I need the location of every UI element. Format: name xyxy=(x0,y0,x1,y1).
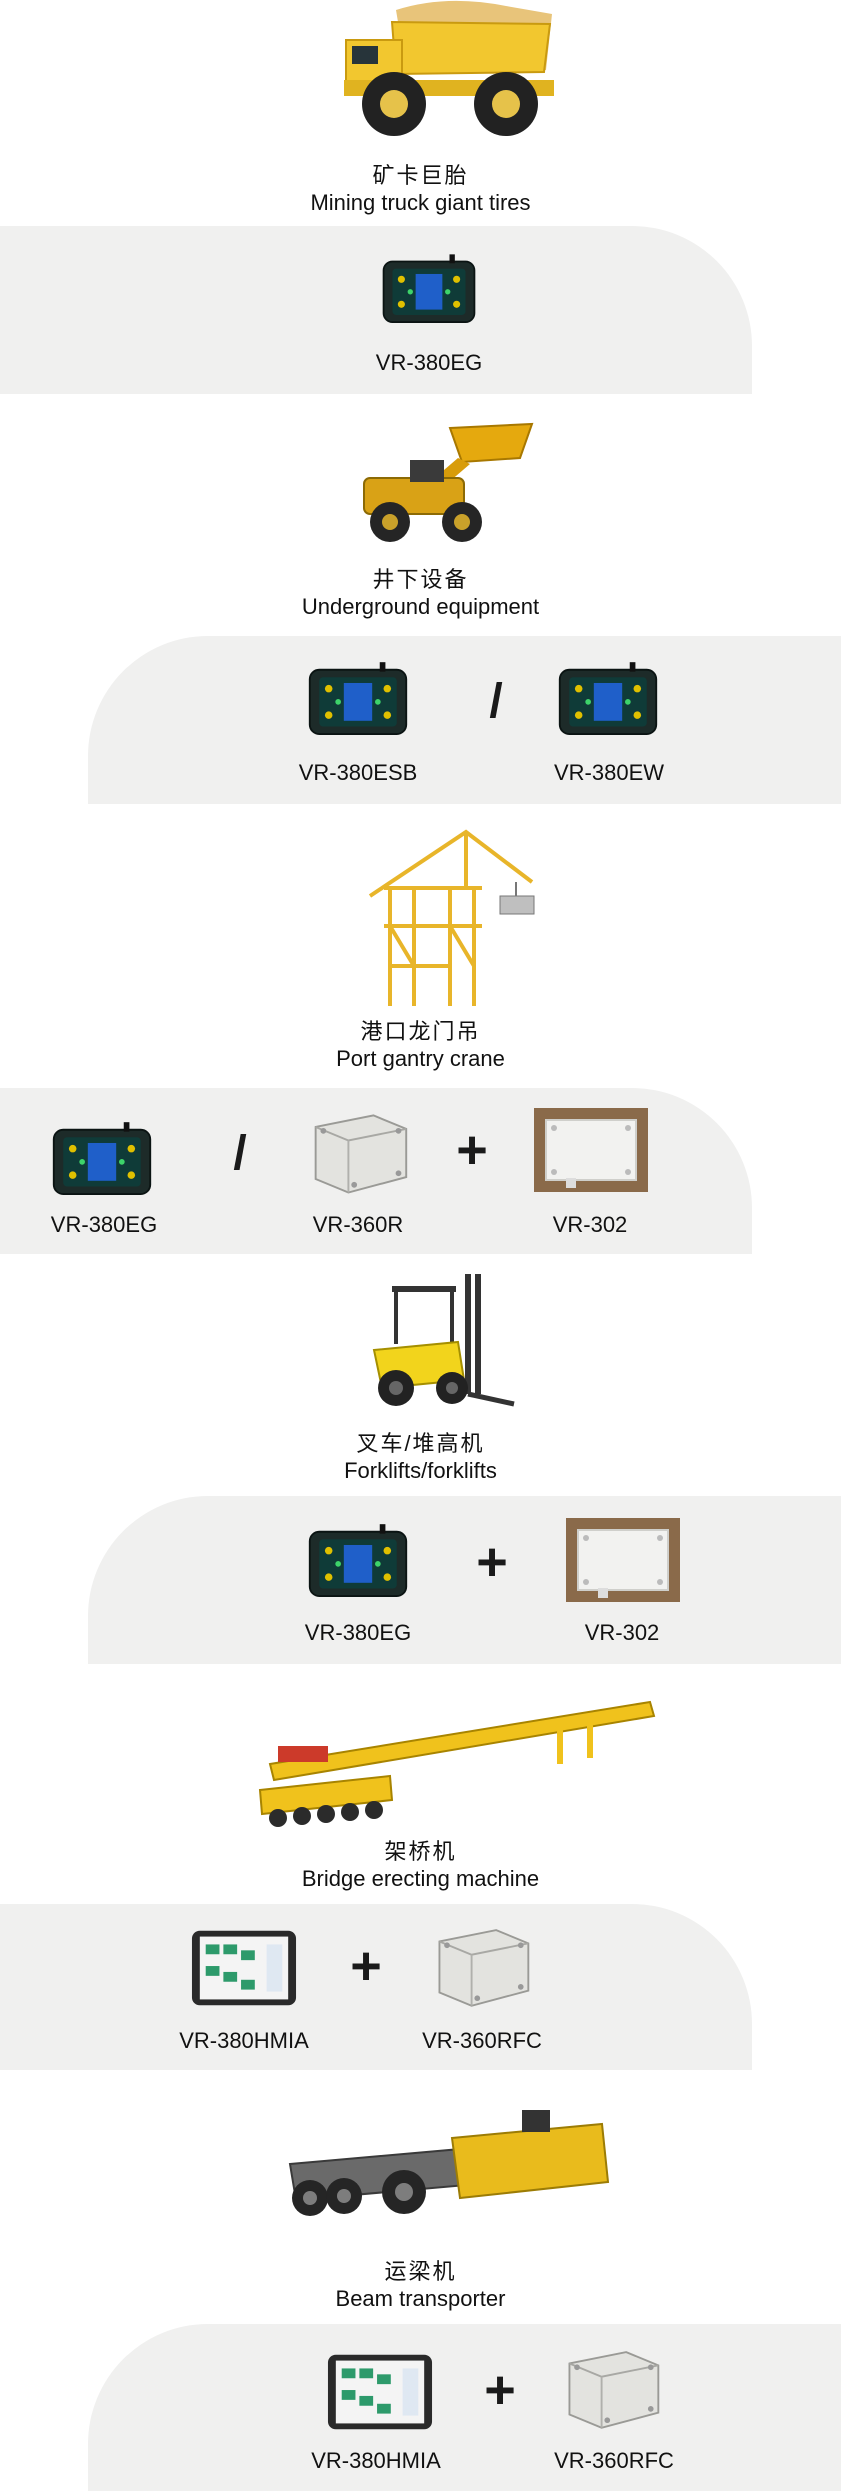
title-en: Forklifts/forklifts xyxy=(344,1458,497,1483)
vr-380eg-device-image xyxy=(380,248,478,332)
section-title-forklift: 叉车/堆高机 Forklifts/forklifts xyxy=(0,1430,841,1484)
product-label: VR-360RFC xyxy=(422,2028,542,2053)
product-label: VR-380EW xyxy=(553,760,665,785)
plus-separator: + xyxy=(456,1120,488,1180)
or-separator: / xyxy=(233,1127,247,1180)
product-label: VR-380EG xyxy=(375,350,483,375)
vr-360rfc-box-image xyxy=(430,1922,534,2012)
section-title-mining-truck: 矿卡巨胎 Mining truck giant tires xyxy=(0,162,841,216)
product-panel-bridge-erecting: + VR-380HMIA VR-360RFC xyxy=(0,1904,752,2070)
or-separator: / xyxy=(489,675,503,728)
vr-380eg-device-image xyxy=(50,1118,154,1202)
vr-302-box-image xyxy=(566,1518,680,1602)
title-en: Port gantry crane xyxy=(336,1046,505,1071)
mining-truck-image xyxy=(336,0,558,140)
section-title-underground: 井下设备 Underground equipment xyxy=(0,566,841,620)
product-panel-gantry-crane: / + VR-380EG VR-360R VR-302 xyxy=(0,1088,752,1254)
title-en: Underground equipment xyxy=(301,594,540,619)
vr-360r-box-image xyxy=(306,1108,412,1198)
plus-separator: + xyxy=(476,1532,508,1592)
section-title-bridge-erecting: 架桥机 Bridge erecting machine xyxy=(0,1838,841,1892)
product-label: VR-380HMIA xyxy=(179,2028,309,2053)
vr-380ew-device-image xyxy=(556,658,660,742)
product-label: VR-380EG xyxy=(304,1620,412,1645)
product-label: VR-360R xyxy=(312,1212,404,1237)
vr-380esb-device-image xyxy=(306,658,410,742)
title-cn: 井下设备 xyxy=(372,567,469,592)
vr-380hmia-hmi-image xyxy=(326,2350,434,2434)
title-cn: 架桥机 xyxy=(384,1839,457,1864)
section-title-gantry-crane: 港口龙门吊 Port gantry crane xyxy=(0,1018,841,1072)
product-panel-mining-truck: VR-380EG xyxy=(0,226,752,394)
vr-302-box-image xyxy=(534,1108,648,1192)
product-label: VR-302 xyxy=(584,1620,660,1645)
title-cn: 叉车/堆高机 xyxy=(356,1431,485,1456)
product-label: VR-360RFC xyxy=(554,2448,674,2473)
plus-separator: + xyxy=(350,1936,382,1996)
plus-separator: + xyxy=(484,2360,516,2420)
product-panel-underground: / VR-380ESB VR-380EW xyxy=(88,636,841,804)
title-cn: 港口龙门吊 xyxy=(360,1019,481,1044)
title-en: Mining truck giant tires xyxy=(310,190,531,215)
product-label: VR-380ESB xyxy=(298,760,418,785)
title-en: Beam transporter xyxy=(335,2286,506,2311)
gantry-crane-image xyxy=(350,826,540,1012)
forklift-image xyxy=(368,1270,518,1420)
product-label: VR-380EG xyxy=(50,1212,158,1237)
underground-loader-image xyxy=(350,418,540,548)
beam-transporter-image xyxy=(282,2104,612,2228)
vr-360rfc-box-image xyxy=(560,2344,664,2434)
section-title-beam-transporter: 运梁机 Beam transporter xyxy=(0,2258,841,2312)
title-en: Bridge erecting machine xyxy=(301,1866,540,1891)
product-label: VR-302 xyxy=(552,1212,628,1237)
product-panel-beam-transporter: + VR-380HMIA VR-360RFC xyxy=(88,2324,841,2491)
bridge-erecting-machine-image xyxy=(230,1694,660,1842)
vr-380eg-device-image xyxy=(306,1520,410,1604)
product-panel-forklift: + VR-380EG VR-302 xyxy=(88,1496,841,1664)
vr-380hmia-hmi-image xyxy=(190,1926,298,2010)
title-cn: 矿卡巨胎 xyxy=(372,163,469,188)
product-label: VR-380HMIA xyxy=(311,2448,441,2473)
title-cn: 运梁机 xyxy=(384,2259,457,2284)
